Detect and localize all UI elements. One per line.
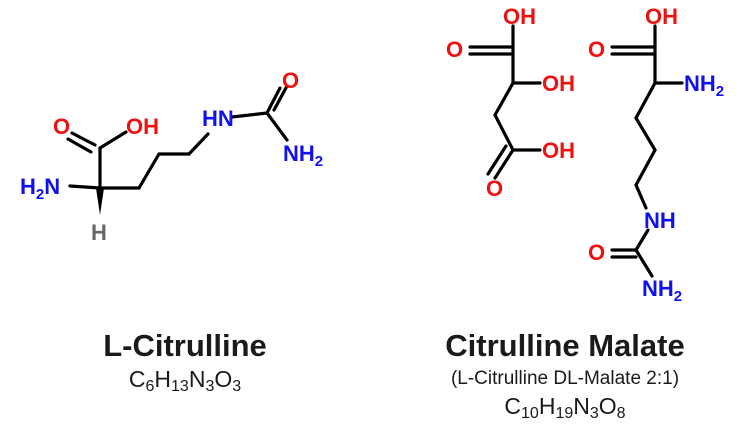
bond [634,148,657,187]
bond [137,152,161,190]
formula-count: 8 [616,405,626,422]
wedge-bond [96,188,104,215]
bond [634,116,657,152]
bond [66,137,93,154]
atom-label: NH [644,208,676,233]
atom-label: H [91,220,107,245]
bond [70,131,97,147]
left-compound-title: L-Citrulline [103,328,267,363]
atom-label: OH [645,4,678,29]
atom-label: O [53,114,70,139]
formula-element: H [154,366,172,392]
bond [272,84,289,112]
atom-label: OH [542,71,575,96]
bond [187,132,210,156]
formula-element: H [538,393,556,419]
atom-label: NH2 [684,71,724,100]
bond [493,148,515,180]
formula-element: C [128,366,146,392]
formula-element: O [214,366,233,392]
formula-element: C [504,393,522,419]
formula-count: 19 [555,405,574,422]
bond [634,81,657,120]
atom-label: O [486,176,503,201]
formula-element: O [598,393,617,419]
bond [230,111,269,119]
bond [634,228,650,252]
bond [486,144,508,176]
left-atoms: O OH H2N H HN O NH2 [20,68,323,245]
bond-lines [66,24,684,278]
bond [68,184,102,190]
right-compound-subtitle: (L-Citrulline DL-Malate 2:1) [450,368,680,389]
atom-label: O [588,240,605,265]
atom-label: HN [202,106,234,131]
formula-count: 3 [232,378,242,395]
bond [634,183,648,210]
right-compound-title: Citrulline Malate [445,328,685,363]
formula-count: 10 [521,405,539,422]
citrulline-atoms: OH O NH2 NH O NH2 [588,4,724,305]
formula-count: 13 [171,378,189,395]
formula-count: 6 [145,378,155,395]
formula-count: 3 [205,378,215,395]
bond [634,248,654,278]
atom-label: O [588,37,605,62]
right-compound-formula: C10H19N3O8 [400,393,730,423]
bond [265,111,289,142]
bond [265,86,282,115]
left-compound-formula: C6H13N3O3 [60,366,310,396]
bond [98,130,128,150]
atom-label: H2N [20,174,60,203]
atom-label: NH2 [642,276,682,305]
formula-count: 3 [589,405,599,422]
atom-label: NH2 [283,141,323,170]
atom-label: O [446,37,463,62]
bond [493,113,515,152]
formula-element: N [573,393,590,419]
atom-label: O [282,68,299,93]
formula-element: N [188,366,206,392]
malate-atoms: OH O OH OH O [446,4,575,201]
atom-label: OH [126,114,159,139]
atom-label: OH [503,4,536,29]
bond [493,81,515,117]
atom-label: OH [542,138,575,163]
